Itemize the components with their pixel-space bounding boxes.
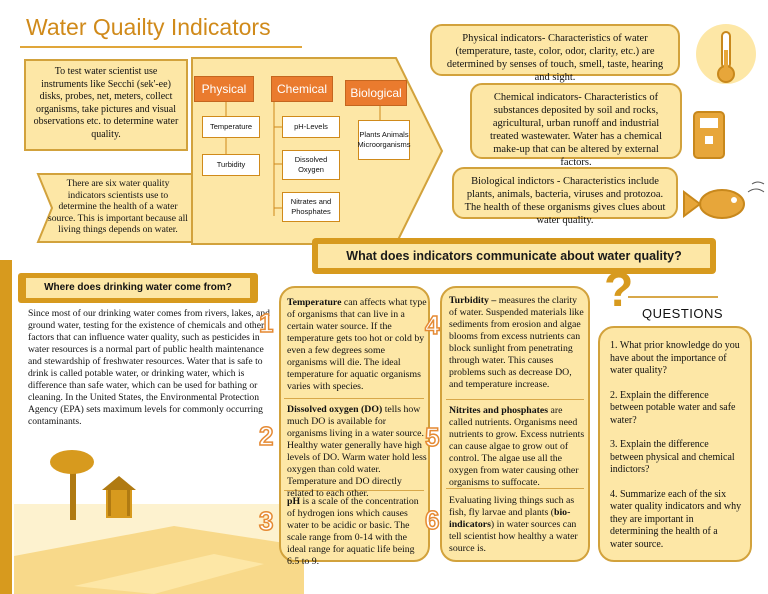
indicator-item-5: Nitrites and phosphates are called nutri… [449,405,587,489]
question-4: 4. Summarize each of the six water quali… [610,488,742,550]
indicator-item-3: pH is a scale of the concentration of hy… [287,496,427,568]
questions-title: QUESTIONS [642,306,724,321]
category-biological: Biological [345,80,407,106]
item-term: Temperature [287,297,342,308]
physical-item-temperature: Temperature [202,116,260,138]
item-text: can affects what type of organisms that … [287,297,427,392]
chemical-item-nitrates: Nitrates and Phosphates [282,192,340,222]
indicator-item-6: Evaluating living things such as fish, f… [449,495,587,555]
item-term: Dissolved oxygen (DO) [287,404,383,415]
item-text: is a scale of the concentration of hydro… [287,496,419,567]
biological-definition: Biological indictors - Characteristics i… [452,167,678,226]
item-number-2: 2 [258,420,274,452]
intro-box: To test water scientist use instruments … [24,59,188,151]
chemical-item-ph: pH-Levels [282,116,340,138]
item-text: are called nutrients. Organisms need nut… [449,405,585,488]
item-number-4: 4 [424,309,440,341]
title-underline [20,46,302,48]
question-mark-icon: ? [604,264,634,317]
question-2: 2. Explain the difference between potabl… [610,389,736,426]
fish-icon [683,181,765,219]
divider [446,488,584,489]
item-number-5: 5 [424,421,440,453]
item-term: Nitrites and phosphates [449,405,549,416]
left-accent-bar [0,260,12,594]
chemical-definition: Chemical indicators- Characteristics of … [470,83,682,168]
indicator-item-4: Turbidity – measures the clarity of wate… [449,295,587,391]
category-physical: Physical [194,76,254,102]
indicators-heading: What does indicators communicate about w… [318,244,710,268]
divider [446,399,584,400]
meter-icon [693,111,725,159]
indicator-column-middle [440,286,590,562]
item-text: measures the clarity of water. Suspended… [449,295,584,390]
thermometer-icon [696,24,756,84]
question-3: 3. Explain the difference between physic… [610,439,735,475]
six-indicators-text: There are six water quality indicators s… [48,178,188,235]
indicator-item-1: Temperature can affects what type of org… [287,297,427,393]
item-pre: Evaluating living things such as fish, f… [449,495,575,518]
biological-items: Plants Animals Microorganisms [358,120,410,160]
item-text: tells how much DO is available for organ… [287,404,427,499]
item-number-3: 3 [258,505,274,537]
indicator-item-2: Dissolved oxygen (DO) tells how much DO … [287,404,427,500]
questions-rule [628,296,718,298]
divider [284,490,424,491]
item-term: bio-indicators [449,507,571,530]
physical-definition: Physical indicators- Characteristics of … [430,24,680,83]
questions-box: 1. What prior knowledge do you have abou… [598,326,752,562]
divider [284,398,424,399]
intro-text: To test water scientist use instruments … [33,66,179,140]
landscape-illustration [14,450,304,594]
item-term: pH [287,496,301,507]
drinking-text: Since most of our drinking water comes f… [28,308,270,427]
indicator-column-left [279,286,430,562]
physical-item-turbidity: Turbidity [202,154,260,176]
item-number-1: 1 [258,307,274,339]
item-text: ) in water sources can tell scientist ho… [449,519,578,554]
question-1: 1. What prior knowledge do you have abou… [610,340,740,376]
item-number-6: 6 [424,504,440,536]
chemical-item-do: Dissolved Oxygen [282,150,340,180]
category-chemical: Chemical [271,76,333,102]
item-term: Turbidity – [449,295,497,306]
page-title: Water Quailty Indicators [26,14,271,40]
drinking-heading: Where does drinking water come from? [26,278,250,298]
